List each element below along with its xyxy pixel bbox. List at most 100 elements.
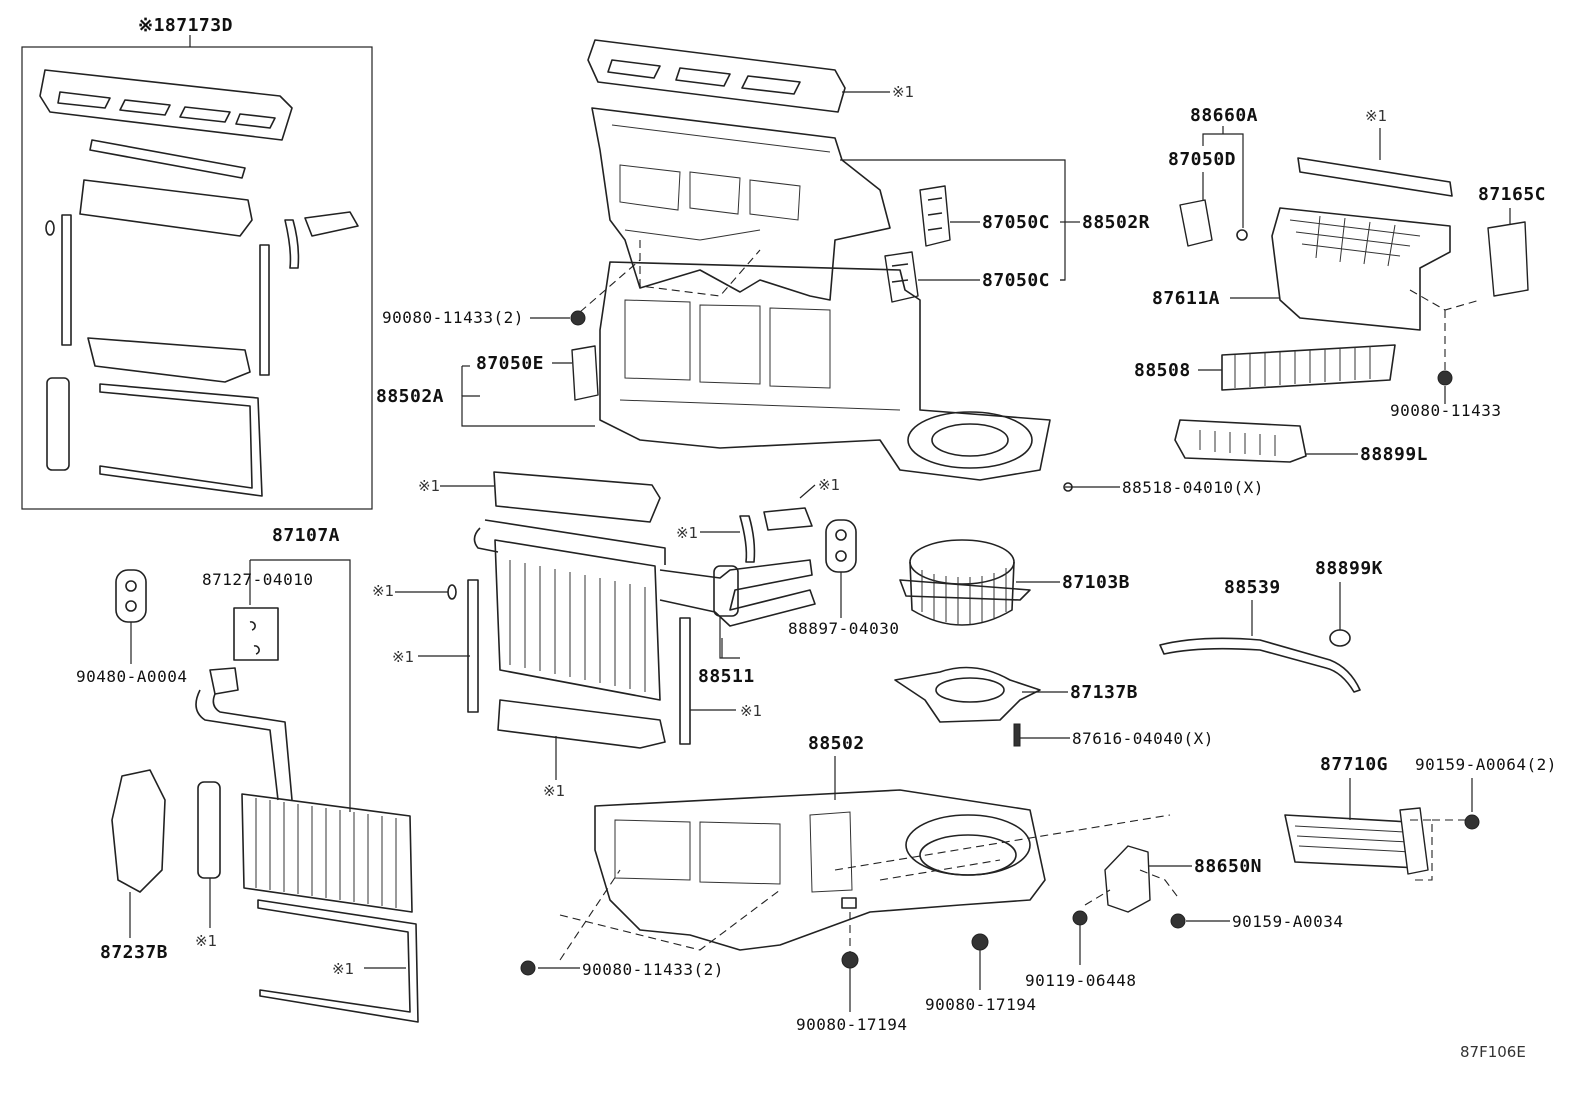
tray-seal-icon xyxy=(497,699,666,749)
servo-motor-icon xyxy=(1487,221,1529,297)
label-90080-17194-a: 90080-17194 xyxy=(796,1015,907,1034)
side-seal-icon xyxy=(46,377,70,471)
lower-case-group: 88502 90080-11433(2) 90080-17194 90080-1… xyxy=(520,733,1557,1034)
label-87616-04040-X: 87616-04040(X) xyxy=(1072,729,1214,748)
expansion-valve-icon xyxy=(713,565,739,617)
foam-pad-icon xyxy=(79,179,253,237)
seal-rod-icon xyxy=(467,579,479,713)
label-90159-A0034: 90159-A0034 xyxy=(1232,912,1343,931)
grommet-icon xyxy=(825,519,857,573)
lower-case-icon xyxy=(594,789,1046,951)
o-ring-icon xyxy=(447,584,457,600)
label-90080-11433: 90080-11433 xyxy=(1390,401,1501,420)
screw-icon xyxy=(841,951,859,969)
servo-motor-icon xyxy=(1179,199,1213,247)
filter-cover-icon xyxy=(1174,419,1307,463)
mid-case-group: 87050E 88502A 88518-04010(X) xyxy=(376,261,1263,497)
label-87127-04010: 87127-04010 xyxy=(202,570,313,589)
blower-upper-group: 88660A 87050D ※1 87611A 87165C 90080-114… xyxy=(1134,105,1546,465)
seal-strip-icon xyxy=(89,139,246,179)
drain-hose-icon xyxy=(1159,637,1361,693)
foam-pad-icon xyxy=(493,471,661,523)
seal-rod-icon xyxy=(61,214,72,346)
label-90119-06448: 90119-06448 xyxy=(1025,971,1136,990)
ref-mark: ※1 xyxy=(372,582,394,600)
label-88502R: 88502R xyxy=(1082,212,1150,233)
label-88897-04030: 88897-04030 xyxy=(788,619,899,638)
screw-icon xyxy=(971,933,989,951)
label-88502A: 88502A xyxy=(376,386,444,407)
tray-seal-icon xyxy=(87,337,251,383)
label-87107A: 87107A xyxy=(272,525,340,546)
ref-mark: ※1 xyxy=(418,477,440,495)
tube-seal-icon xyxy=(763,507,813,531)
diagram-code: 87F106E xyxy=(1460,1043,1526,1061)
air-filter-icon xyxy=(1221,344,1396,391)
pipe-fitting-icon xyxy=(209,667,239,695)
label-90080-17194-b: 90080-17194 xyxy=(925,995,1036,1014)
label-88899L: 88899L xyxy=(1360,444,1428,465)
label-87165C: 87165C xyxy=(1478,184,1546,205)
mid-case-icon xyxy=(599,261,1051,481)
seal-rod-icon xyxy=(679,617,691,745)
ref-mark: ※1 xyxy=(676,524,698,542)
grommet-icon xyxy=(115,569,147,623)
heater-core-icon xyxy=(241,793,413,913)
label-88502: 88502 xyxy=(808,733,865,754)
label-88539: 88539 xyxy=(1224,577,1281,598)
label-87611A: 87611A xyxy=(1152,288,1220,309)
seal-strip-icon xyxy=(1297,157,1453,197)
evaporator-core-icon xyxy=(494,539,661,701)
side-seal-icon xyxy=(197,781,221,879)
screw-icon xyxy=(570,310,586,326)
label-87050C-b: 87050C xyxy=(982,270,1050,291)
screw-icon xyxy=(1437,370,1453,386)
ref-mark: ※1 xyxy=(543,782,565,800)
label-88508: 88508 xyxy=(1134,360,1191,381)
bolt-icon xyxy=(1013,723,1021,747)
evaporator-group: ※1 ※1 ※1 88897-04030 ※1 ※1 88511 ※1 ※ xyxy=(372,471,899,800)
inset-kit-label: ※187173D xyxy=(138,15,233,36)
tube-seal-icon xyxy=(304,211,359,237)
upper-case-group: ※1 88502R 87050C 87050C 90080-11433(2) xyxy=(382,39,1150,327)
drain-grommet-icon xyxy=(1329,629,1351,647)
heater-pipe-icon xyxy=(195,689,293,801)
ref-mark: ※1 xyxy=(892,83,914,101)
ref-mark: ※1 xyxy=(332,960,354,978)
ref-mark: ※1 xyxy=(740,702,762,720)
heater-cover-icon xyxy=(111,769,166,893)
screw-icon xyxy=(520,960,536,976)
seal-frame-icon xyxy=(39,69,293,141)
label-87050C-a: 87050C xyxy=(982,212,1050,233)
link-clip-icon xyxy=(1236,229,1248,241)
seal-rod-icon xyxy=(259,244,270,376)
blower-case-icon xyxy=(1271,207,1451,331)
upper-heater-case-icon xyxy=(591,107,891,301)
screw-icon xyxy=(1464,814,1480,830)
clip-icon xyxy=(1063,482,1073,492)
inset-kit-group: ※187173D xyxy=(21,15,373,510)
label-88511: 88511 xyxy=(698,666,755,687)
gasket-plate-icon xyxy=(233,607,279,661)
label-87050E: 87050E xyxy=(476,353,544,374)
blower-housing-icon xyxy=(907,411,1033,469)
heater-core-group: 87107A 87127-04010 90480-A0004 87237B ※1… xyxy=(76,525,419,1023)
servo-motor-icon xyxy=(919,185,951,247)
blower-motor-group: 87103B 87137B 87616-04040(X) 88539 88899… xyxy=(894,539,1383,748)
amplifier-icon xyxy=(1104,845,1151,913)
label-90159-A0064-2: 90159-A0064(2) xyxy=(1415,755,1557,774)
evaporator-pipe-icon xyxy=(659,559,816,627)
blower-fan-icon xyxy=(909,539,1015,585)
screw-icon xyxy=(1072,910,1088,926)
upper-seal-icon xyxy=(587,39,846,113)
servo-motor-icon xyxy=(571,345,599,401)
u-seal-icon xyxy=(99,383,263,497)
label-87103B: 87103B xyxy=(1062,572,1130,593)
seal-o-ring-icon xyxy=(739,515,756,563)
screw-icon xyxy=(1170,913,1186,929)
seal-o-ring-icon xyxy=(284,219,300,269)
label-90080-11433-2-bottom: 90080-11433(2) xyxy=(582,960,724,979)
label-90080-11433-2-top: 90080-11433(2) xyxy=(382,308,524,327)
